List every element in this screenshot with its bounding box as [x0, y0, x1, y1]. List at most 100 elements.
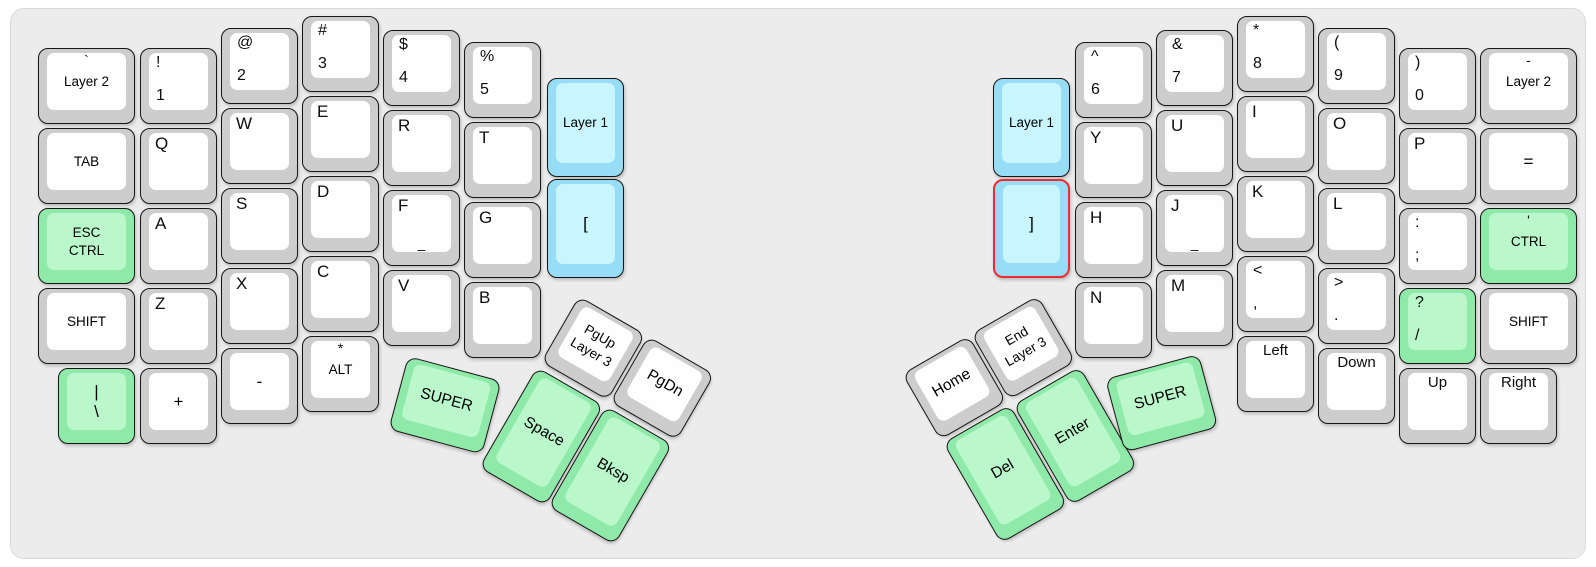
keycap-surface: *8	[1246, 21, 1305, 78]
key-k[interactable]: K	[1237, 176, 1314, 252]
keycap-surface: D	[311, 181, 370, 238]
key-q[interactable]: Q	[140, 128, 217, 204]
key-e[interactable]: E	[302, 96, 379, 172]
key-label-group: ALT	[311, 341, 370, 398]
key-label: H	[1090, 208, 1103, 227]
key-z[interactable]: Z	[140, 288, 217, 364]
key-label: <	[1253, 262, 1263, 279]
key-right[interactable]: Right	[1480, 368, 1557, 444]
keycap-surface: S	[230, 193, 289, 250]
keycap-surface: SHIFT	[47, 293, 126, 350]
keycap-surface: Layer 1	[1002, 83, 1061, 163]
key-left[interactable]: Left	[1237, 336, 1314, 412]
key-label: 6	[1091, 81, 1100, 98]
key-up[interactable]: Up	[1399, 368, 1476, 444]
key-h[interactable]: H	[1075, 202, 1152, 278]
key-label: )	[1415, 54, 1421, 71]
keycap-surface: 'CTRL	[1489, 212, 1568, 270]
key-a[interactable]: A	[140, 208, 217, 284]
key-u[interactable]: U	[1156, 110, 1233, 186]
key-minus[interactable]: -	[221, 348, 298, 424]
key-label: '	[1527, 212, 1530, 228]
key-asterisk-alt[interactable]: *ALT	[302, 336, 379, 412]
keycap-surface: TAB	[47, 133, 126, 190]
key-period[interactable]: >.	[1318, 268, 1395, 344]
key-tab[interactable]: TAB	[38, 128, 135, 204]
key-semicolon[interactable]: :;	[1399, 208, 1476, 284]
key-l[interactable]: L	[1318, 188, 1395, 264]
key-label-group: +	[149, 373, 208, 430]
key-label: PgDn	[643, 366, 686, 401]
key-j[interactable]: J_	[1156, 190, 1233, 266]
key-shift-right[interactable]: SHIFT	[1480, 288, 1577, 364]
key-o[interactable]: O	[1318, 108, 1395, 184]
key-p[interactable]: P	[1399, 128, 1476, 204]
keycap-surface: %5	[473, 47, 532, 104]
key-label: X	[236, 274, 248, 293]
key-label: #	[318, 22, 327, 39]
key-label: Home	[929, 365, 974, 401]
keycap-surface: E	[311, 101, 370, 158]
key-backtick-layer2[interactable]: `Layer 2	[38, 48, 135, 124]
key-c[interactable]: C	[302, 256, 379, 332]
key-m[interactable]: M	[1156, 270, 1233, 346]
key-layer1-left[interactable]: Layer 1	[547, 78, 624, 177]
key-f[interactable]: F_	[383, 190, 460, 266]
key-comma[interactable]: <,	[1237, 256, 1314, 332]
key-y[interactable]: Y	[1075, 122, 1152, 198]
key-8[interactable]: *8	[1237, 16, 1314, 92]
key-label: ]	[1029, 214, 1034, 234]
key-0[interactable]: )0	[1399, 48, 1476, 124]
key-equals[interactable]: =	[1480, 128, 1577, 204]
key-4[interactable]: $4	[383, 30, 460, 106]
key-label: 0	[1415, 87, 1424, 104]
key-b[interactable]: B	[464, 282, 541, 358]
key-down[interactable]: Down	[1318, 348, 1395, 424]
key-plus[interactable]: +	[140, 368, 217, 444]
key-1[interactable]: !1	[140, 48, 217, 124]
key-i[interactable]: I	[1237, 96, 1314, 172]
keycap-surface: Down	[1327, 353, 1386, 410]
keycap-surface: =	[1489, 133, 1568, 190]
key-layer1-right[interactable]: Layer 1	[993, 78, 1070, 177]
key-2[interactable]: @2	[221, 28, 298, 104]
key-5[interactable]: %5	[464, 42, 541, 118]
key-close-bracket[interactable]: ]	[993, 179, 1070, 278]
key-quote-ctrl[interactable]: 'CTRL	[1480, 208, 1577, 284]
key-question-slash[interactable]: ?/	[1399, 288, 1476, 364]
key-dash-layer2[interactable]: -Layer 2	[1480, 48, 1577, 124]
key-7[interactable]: &7	[1156, 30, 1233, 106]
key-label: Down	[1337, 354, 1376, 371]
key-label: SUPER	[418, 385, 475, 416]
key-shift-left[interactable]: SHIFT	[38, 288, 135, 364]
keycap-surface: B	[473, 287, 532, 344]
key-n[interactable]: N	[1075, 282, 1152, 358]
keycap-surface: P	[1408, 133, 1467, 190]
key-g[interactable]: G	[464, 202, 541, 278]
keycap-surface: V	[392, 275, 451, 332]
key-label: V	[398, 276, 410, 295]
key-pipe-backslash[interactable]: |\	[58, 368, 135, 444]
key-6[interactable]: ^6	[1075, 42, 1152, 118]
key-s[interactable]: S	[221, 188, 298, 264]
keycap-surface: Z	[149, 293, 208, 350]
key-w[interactable]: W	[221, 108, 298, 184]
key-r[interactable]: R	[383, 110, 460, 186]
keycap-surface: ?/	[1408, 293, 1467, 350]
keycap-surface: R	[392, 115, 451, 172]
keycap-surface: SUPER	[1114, 361, 1207, 437]
key-t[interactable]: T	[464, 122, 541, 198]
key-x[interactable]: X	[221, 268, 298, 344]
key-label: A	[155, 214, 167, 233]
key-label: @	[237, 34, 254, 51]
key-open-bracket[interactable]: [	[547, 179, 624, 278]
key-label: 4	[399, 69, 408, 86]
key-d[interactable]: D	[302, 176, 379, 252]
keycap-surface: ^6	[1084, 47, 1143, 104]
key-9[interactable]: (9	[1318, 28, 1395, 104]
key-v[interactable]: V	[383, 270, 460, 346]
keycap-surface: L	[1327, 193, 1386, 250]
key-3[interactable]: #3	[302, 16, 379, 92]
keycap-surface: &7	[1165, 35, 1224, 92]
